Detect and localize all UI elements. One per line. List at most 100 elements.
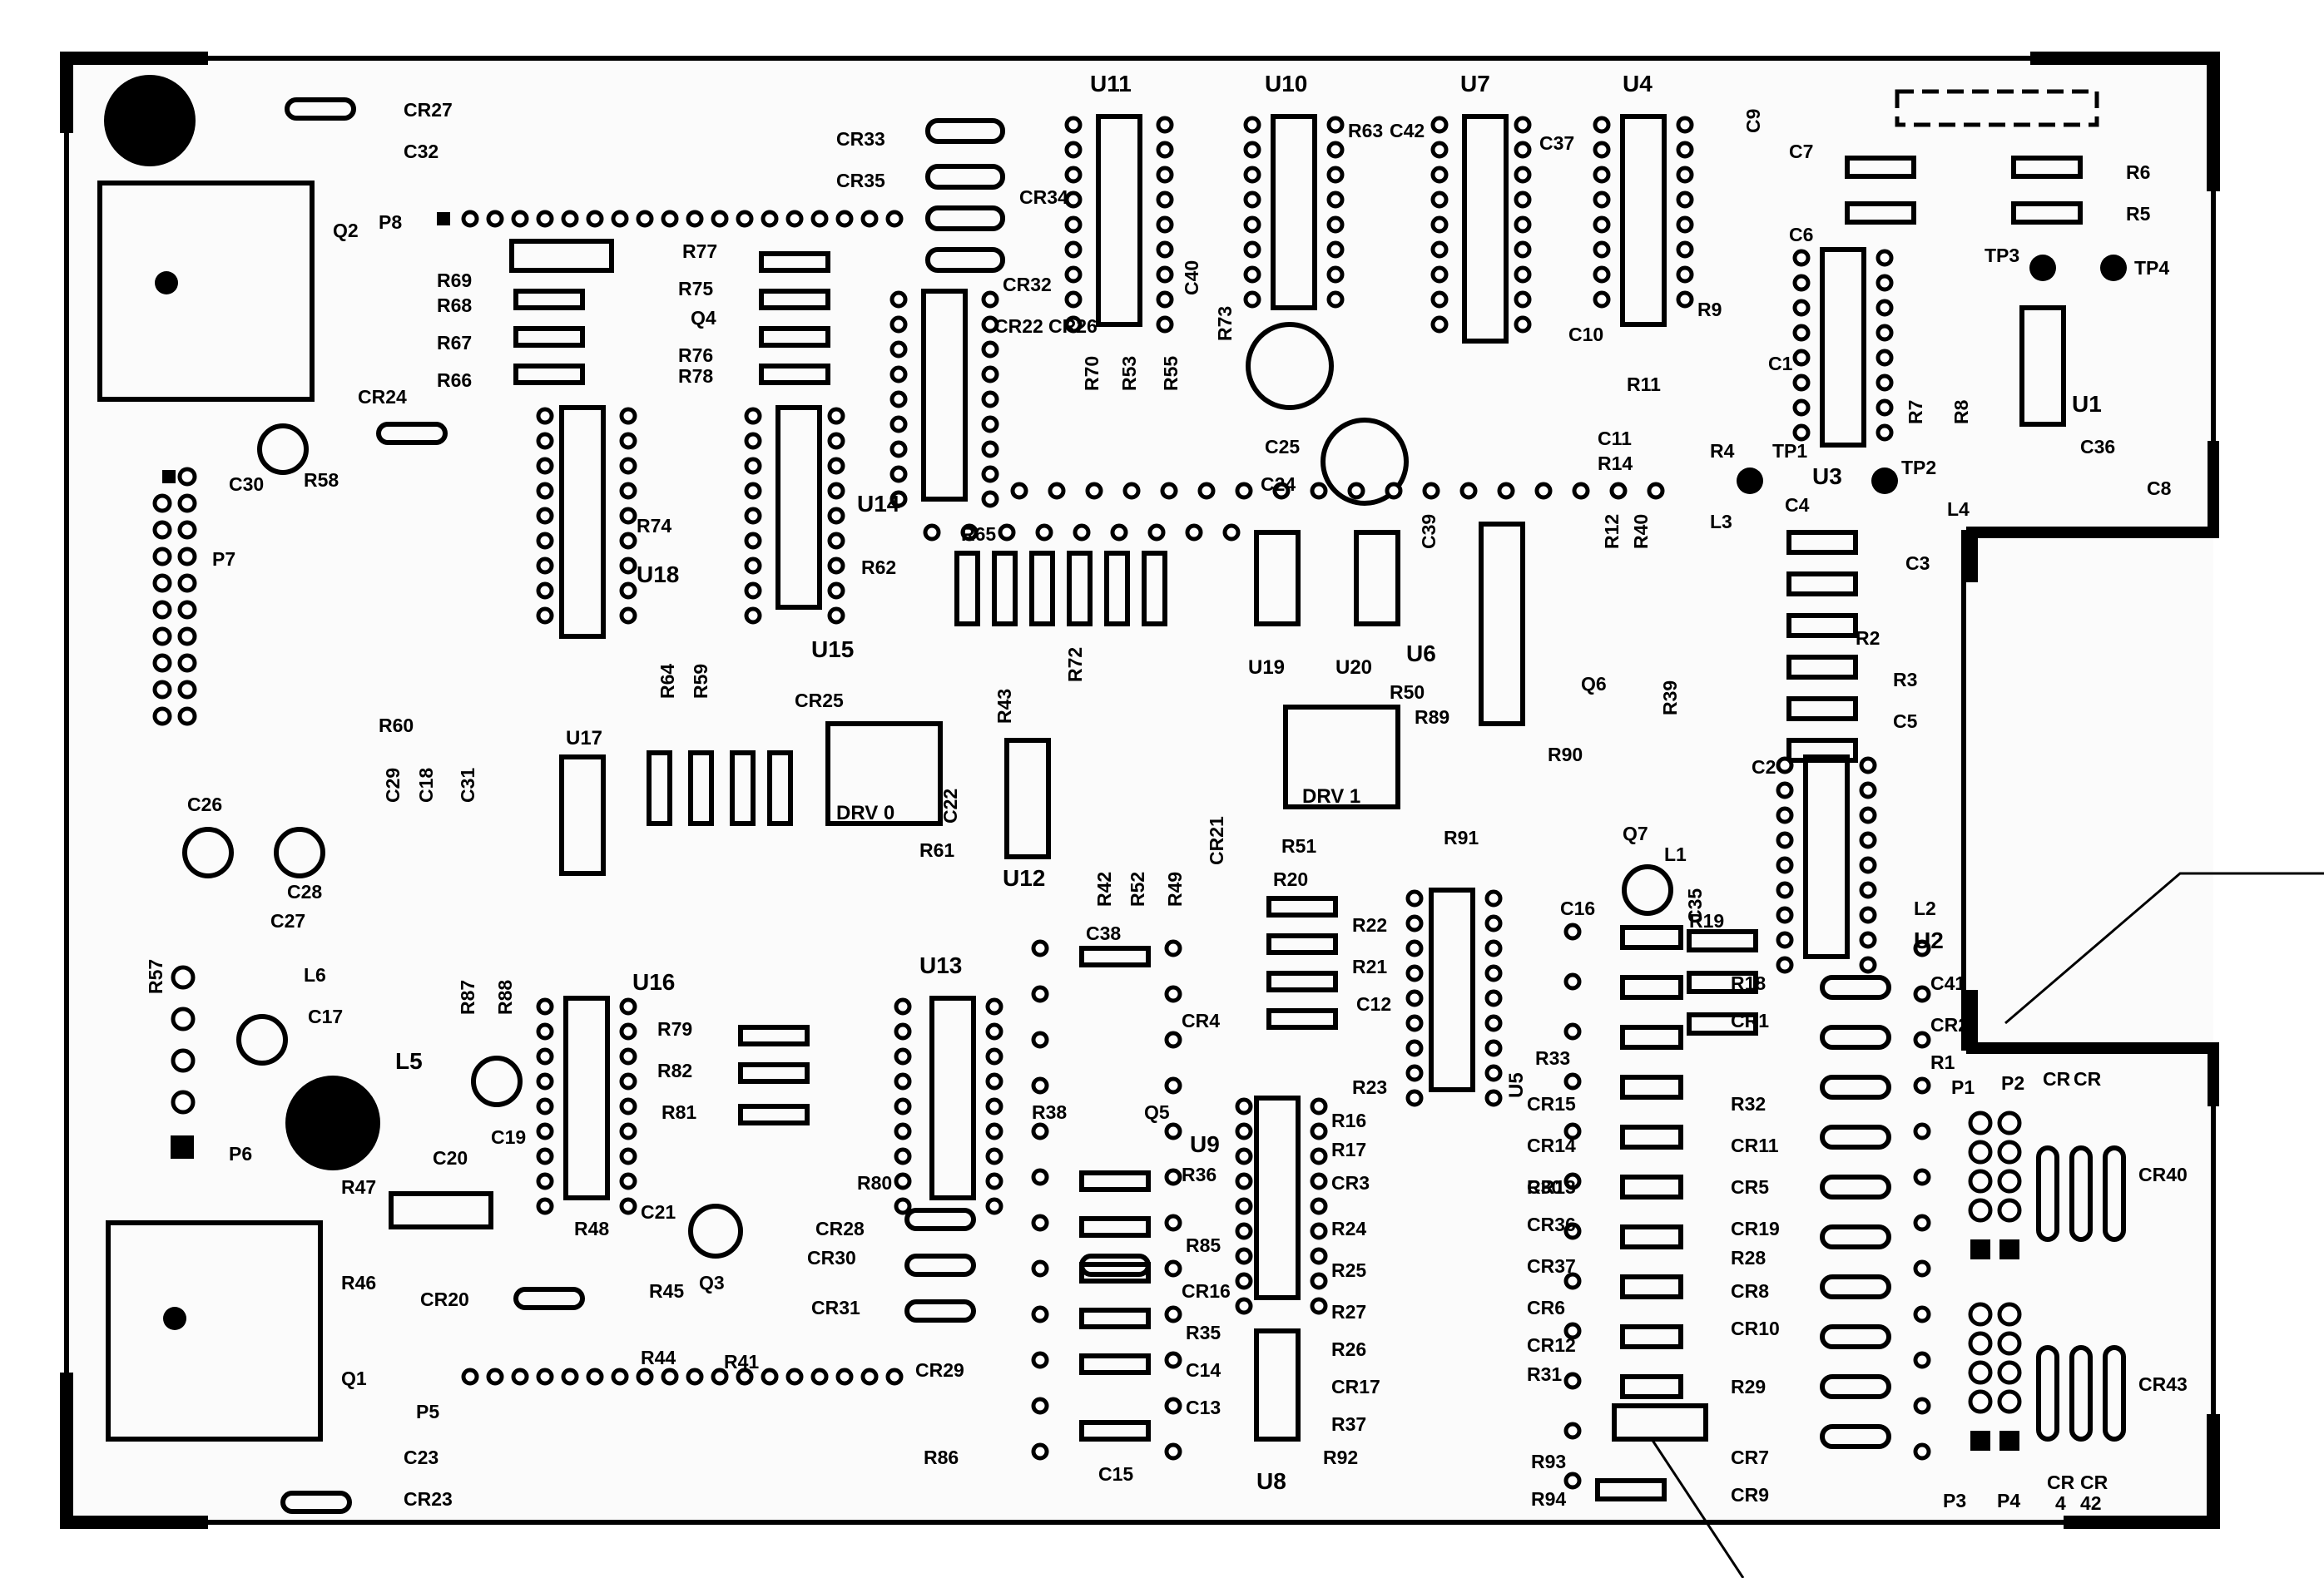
solder-pad xyxy=(1913,1076,1931,1095)
label-r39: R39 xyxy=(1659,680,1681,715)
solder-pad xyxy=(1326,240,1345,259)
label-c11: C11 xyxy=(1598,428,1632,449)
component-banks xyxy=(1620,530,1891,1449)
solder-pad xyxy=(586,210,604,228)
connector-pins xyxy=(152,212,2022,1451)
solder-pad xyxy=(1326,290,1345,309)
solder-pad xyxy=(536,407,554,425)
label-r35: R35 xyxy=(1186,1322,1221,1343)
solder-pad xyxy=(619,407,637,425)
solder-pad xyxy=(1913,1031,1931,1049)
solder-pad xyxy=(1876,398,1894,417)
solder-pad xyxy=(981,365,999,383)
solder-pad xyxy=(461,210,479,228)
solder-pad xyxy=(1405,989,1424,1007)
label-r42: R42 xyxy=(1093,872,1115,907)
solder-pad xyxy=(1156,290,1174,309)
solder-pad xyxy=(1064,166,1083,184)
solder-pad xyxy=(1310,482,1328,500)
solder-pad xyxy=(1031,1214,1049,1232)
label-p3: P3 xyxy=(1943,1490,1966,1511)
label-c24: C24 xyxy=(1261,473,1296,495)
label-c12: C12 xyxy=(1356,993,1391,1015)
solder-pad xyxy=(1073,523,1091,542)
solder-pad xyxy=(1031,985,1049,1003)
solder-pad xyxy=(1859,831,1877,849)
solder-pad xyxy=(536,1047,554,1066)
solder-pad xyxy=(619,1197,637,1215)
label-r27: R27 xyxy=(1331,1301,1366,1323)
label-r85: R85 xyxy=(1186,1234,1221,1256)
solder-pad xyxy=(1235,1197,1253,1215)
solder-pad xyxy=(1563,1472,1582,1490)
solder-pad xyxy=(889,390,908,408)
label-u7: U7 xyxy=(1460,71,1490,96)
solder-pad xyxy=(1326,166,1345,184)
solder-pad xyxy=(1164,1031,1182,1049)
solder-pad xyxy=(1243,190,1261,209)
solder-pad xyxy=(1792,249,1811,267)
label-r5: R5 xyxy=(2126,203,2151,225)
solder-pad xyxy=(1792,373,1811,392)
solder-pad xyxy=(536,507,554,525)
solder-pad xyxy=(1164,1076,1182,1095)
solder-pad xyxy=(1064,190,1083,209)
solder-pad xyxy=(1913,1351,1931,1369)
solder-pad xyxy=(1792,274,1811,292)
solder-pad xyxy=(985,1097,1003,1115)
solder-pad xyxy=(1326,215,1345,234)
label-cr-stack-c: CR xyxy=(2047,1472,2075,1493)
label-u17: U17 xyxy=(566,727,602,749)
solder-pad xyxy=(1563,1072,1582,1091)
label-tp2: TP2 xyxy=(1901,457,1936,478)
label-r52: R52 xyxy=(1127,872,1148,907)
label-r92: R92 xyxy=(1323,1447,1358,1468)
label-cr29: CR29 xyxy=(915,1359,964,1381)
solder-pad xyxy=(1164,1168,1182,1186)
solder-pad xyxy=(1310,1147,1328,1165)
label-cr5: CR5 xyxy=(1731,1176,1769,1198)
solder-pad xyxy=(1347,482,1365,500)
label-u10: U10 xyxy=(1265,71,1307,96)
solder-pad xyxy=(1913,1168,1931,1186)
solder-pad xyxy=(1048,482,1066,500)
solder-pad xyxy=(835,210,854,228)
solder-pad xyxy=(1430,141,1449,159)
solder-pad xyxy=(1310,1172,1328,1190)
solder-pad xyxy=(827,507,845,525)
solder-pad xyxy=(619,432,637,450)
solder-pad xyxy=(785,210,804,228)
label-cr3: CR3 xyxy=(1331,1172,1370,1194)
label-cr4: CR4 xyxy=(1182,1010,1220,1031)
solder-pad xyxy=(1243,240,1261,259)
solder-pad xyxy=(761,210,779,228)
label-r70: R70 xyxy=(1081,356,1103,391)
solder-pad xyxy=(1147,523,1166,542)
solder-pad xyxy=(894,1047,912,1066)
label-c23: C23 xyxy=(404,1447,439,1468)
solder-pad xyxy=(1876,249,1894,267)
label-cr8: CR8 xyxy=(1731,1280,1769,1302)
component-labels: U11 U10 U7 U4 U1 U3 U14 U18 U15 U19 U20 … xyxy=(145,71,2188,1514)
solder-pad xyxy=(1430,215,1449,234)
solder-pad xyxy=(1326,116,1345,134)
solder-pad xyxy=(1484,939,1503,957)
label-r46: R46 xyxy=(341,1272,376,1294)
solder-pad xyxy=(1405,1064,1424,1082)
solder-pad xyxy=(1484,1039,1503,1057)
solder-pad xyxy=(561,210,579,228)
solder-pad xyxy=(889,490,908,508)
label-r88: R88 xyxy=(494,980,516,1015)
label-r26: R26 xyxy=(1331,1338,1366,1360)
solder-pad xyxy=(1792,398,1811,417)
solder-pad xyxy=(985,1122,1003,1140)
solder-pad xyxy=(1593,141,1611,159)
solder-pad xyxy=(536,1022,554,1041)
solder-pad xyxy=(1164,1305,1182,1323)
solder-pad xyxy=(561,1368,579,1386)
label-c16: C16 xyxy=(1560,898,1595,919)
label-u19: U19 xyxy=(1248,656,1285,679)
label-r8: R8 xyxy=(1950,399,1972,424)
solder-pad xyxy=(1776,956,1794,974)
label-r23: R23 xyxy=(1352,1076,1387,1098)
